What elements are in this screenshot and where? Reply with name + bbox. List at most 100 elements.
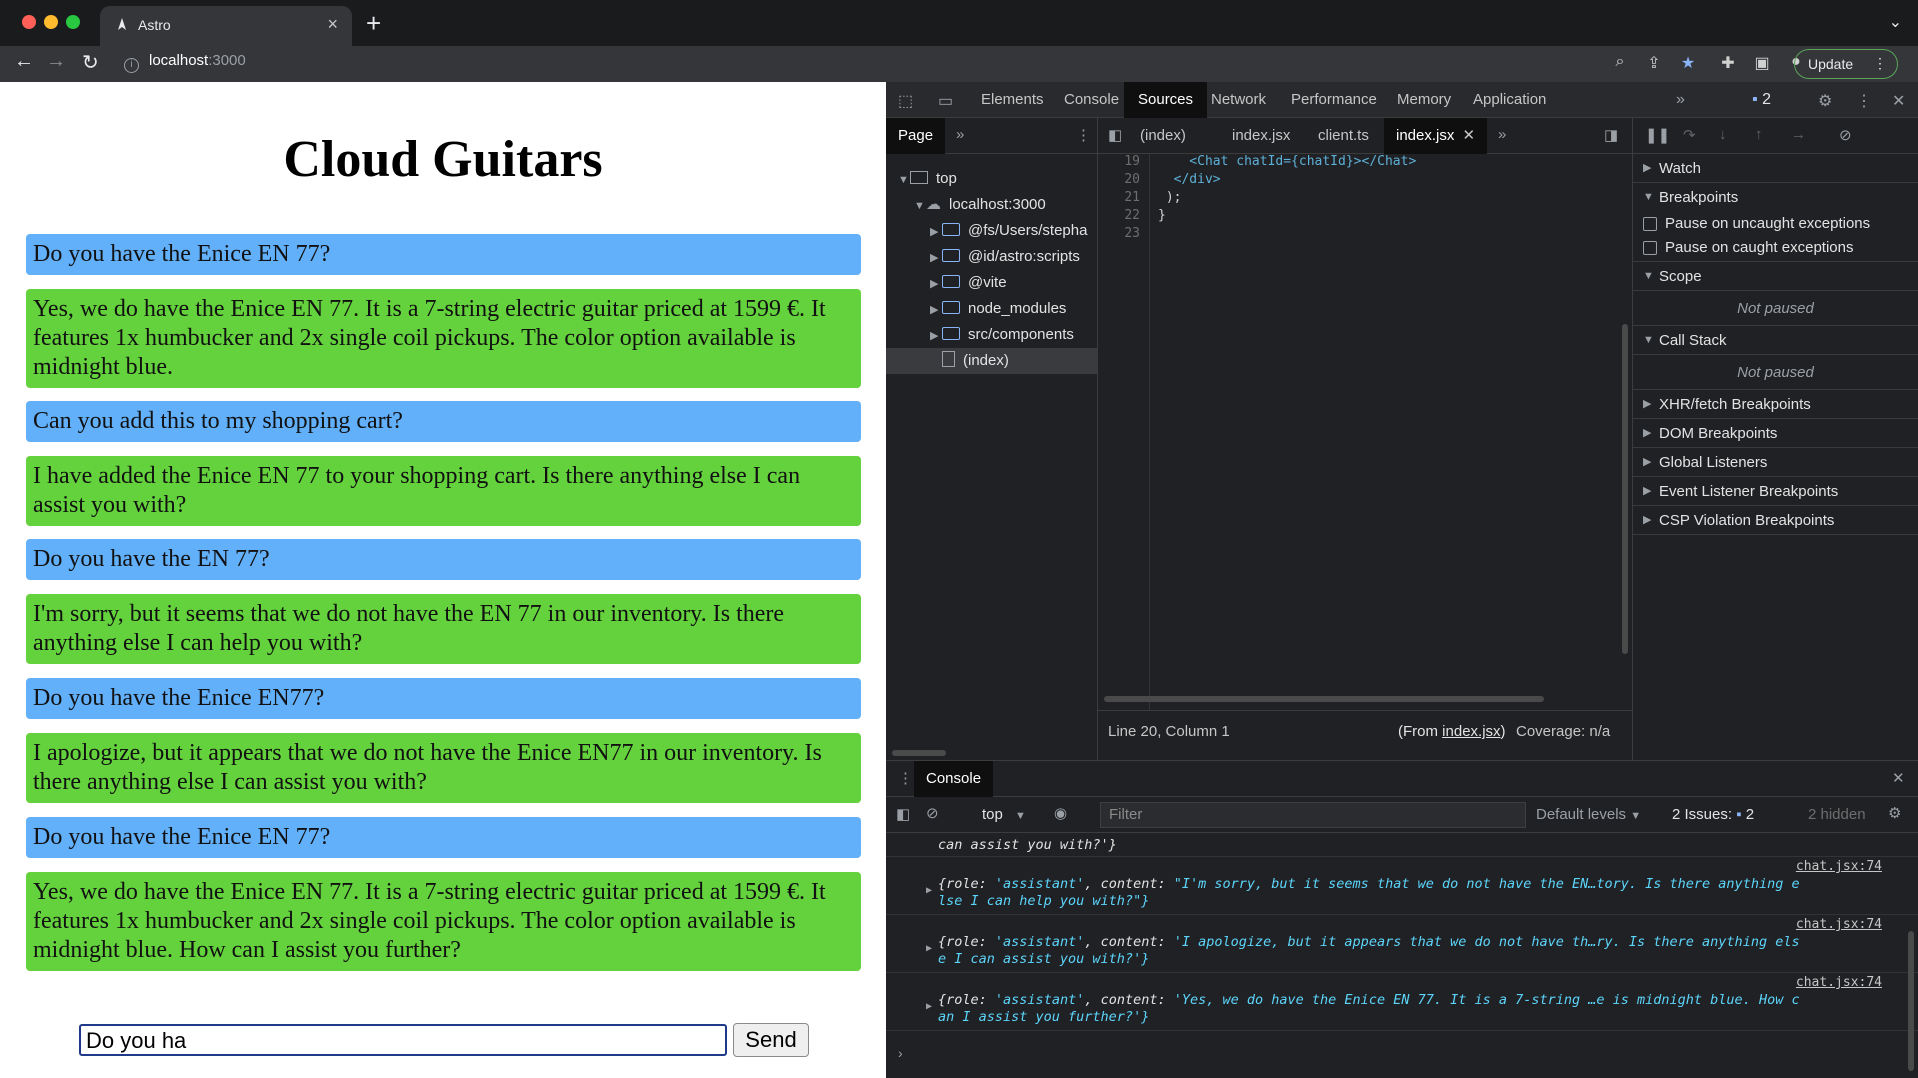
reload-button[interactable]: ↻ bbox=[82, 52, 99, 74]
step-over-icon[interactable]: ↷ bbox=[1683, 127, 1696, 144]
back-button[interactable]: ← bbox=[14, 50, 34, 72]
live-expression-eye-icon[interactable]: ◉ bbox=[1054, 805, 1068, 822]
drawer-menu-icon[interactable]: ⋮ bbox=[898, 770, 913, 787]
caret-right-icon[interactable]: ▶ bbox=[926, 943, 933, 954]
caret-right-icon[interactable]: ▶ bbox=[926, 1001, 933, 1012]
source-link[interactable]: chat.jsx:74 bbox=[1795, 917, 1882, 932]
close-drawer-icon[interactable]: ✕ bbox=[1892, 770, 1905, 787]
log-levels-select[interactable]: Default levels ▼ bbox=[1536, 806, 1641, 823]
editor-tab[interactable]: (index) bbox=[1140, 127, 1186, 144]
tab-network[interactable]: Network bbox=[1211, 91, 1267, 108]
tree-item-folder[interactable]: ▶@id/astro:scripts bbox=[930, 244, 1080, 270]
call-stack-section[interactable]: ▼Call Stack bbox=[1633, 326, 1918, 355]
tab-console[interactable]: Console bbox=[1064, 91, 1120, 108]
step-into-icon[interactable]: ↓ bbox=[1719, 126, 1727, 143]
issues-icon[interactable]: ▪ 2 bbox=[1752, 91, 1772, 108]
tab-page[interactable]: Page bbox=[886, 118, 946, 154]
browser-tab[interactable]: Astro × bbox=[100, 6, 352, 46]
source-link[interactable]: chat.jsx:74 bbox=[1795, 975, 1882, 990]
console-filter-input[interactable]: Filter bbox=[1100, 802, 1526, 828]
device-toolbar-icon[interactable]: ▭ bbox=[938, 93, 954, 110]
console-drawer-tab[interactable]: Console bbox=[914, 761, 994, 797]
editor-hscrollbar[interactable] bbox=[1104, 696, 1544, 702]
deactivate-breakpoints-icon[interactable]: ⊘ bbox=[1839, 127, 1852, 144]
editor-tab-active[interactable]: index.jsx ✕ bbox=[1384, 118, 1488, 154]
update-button[interactable]: Update⋮ bbox=[1794, 49, 1898, 79]
tree-item-top[interactable]: ▼top bbox=[898, 166, 957, 192]
tab-performance[interactable]: Performance bbox=[1291, 91, 1377, 108]
tab-elements[interactable]: Elements bbox=[981, 91, 1044, 108]
source-link[interactable]: chat.jsx:74 bbox=[1795, 859, 1882, 874]
event-listener-breakpoints-section[interactable]: ▶Event Listener Breakpoints bbox=[1633, 477, 1918, 506]
pause-icon[interactable]: ❚❚ bbox=[1645, 127, 1671, 144]
line-number[interactable]: 23 bbox=[1124, 226, 1140, 241]
more-tabs-icon[interactable]: » bbox=[1498, 126, 1507, 143]
more-tabs-icon[interactable]: » bbox=[1676, 91, 1685, 108]
line-number[interactable]: 20 bbox=[1124, 172, 1140, 187]
step-icon[interactable]: → bbox=[1791, 126, 1806, 143]
more-tabs-icon[interactable]: » bbox=[956, 126, 965, 143]
context-select[interactable]: top ▼ bbox=[982, 806, 1026, 823]
toggle-navigator-icon[interactable]: ◧ bbox=[1108, 127, 1123, 144]
console-settings-gear-icon[interactable]: ⚙ bbox=[1888, 805, 1902, 822]
tree-item-file[interactable]: (index) bbox=[886, 348, 1098, 374]
csp-violation-breakpoints-section[interactable]: ▶CSP Violation Breakpoints bbox=[1633, 506, 1918, 535]
console-message[interactable]: chat.jsx:74 ▶ {role: 'assistant', conten… bbox=[886, 857, 1918, 915]
scope-section[interactable]: ▼Scope bbox=[1633, 262, 1918, 291]
share-icon[interactable]: ⇪ bbox=[1647, 55, 1661, 72]
console-prompt[interactable]: › bbox=[898, 1045, 903, 1061]
tab-memory[interactable]: Memory bbox=[1397, 91, 1452, 108]
tree-item-localhost[interactable]: ▼☁localhost:3000 bbox=[914, 192, 1046, 218]
pause-uncaught-checkbox[interactable]: Pause on uncaught exceptions bbox=[1633, 212, 1918, 236]
line-number[interactable]: 22 bbox=[1124, 208, 1140, 223]
editor-vscrollbar[interactable] bbox=[1622, 324, 1628, 654]
forward-button[interactable]: → bbox=[46, 50, 66, 72]
tree-item-folder[interactable]: ▶src/components bbox=[930, 322, 1074, 348]
tree-item-folder[interactable]: ▶node_modules bbox=[930, 296, 1066, 322]
console-message[interactable]: chat.jsx:74 ▶ {role: 'assistant', conten… bbox=[886, 915, 1918, 973]
line-number[interactable]: 19 bbox=[1124, 154, 1140, 169]
toggle-debugger-icon[interactable]: ◨ bbox=[1604, 127, 1619, 144]
tab-application[interactable]: Application bbox=[1473, 91, 1547, 108]
source-origin-link[interactable]: index.jsx bbox=[1442, 723, 1501, 740]
caret-right-icon[interactable]: ▶ bbox=[926, 885, 933, 896]
tree-item-folder[interactable]: ▶@vite bbox=[930, 270, 1007, 296]
code-area[interactable]: 19 20 21 22 23 <Chat chatId={chatId}></C… bbox=[1098, 154, 1632, 710]
tab-sources[interactable]: Sources bbox=[1124, 82, 1208, 118]
tree-item-folder[interactable]: ▶@fs/Users/stepha bbox=[930, 218, 1087, 244]
editor-tab[interactable]: client.ts bbox=[1318, 127, 1369, 144]
settings-gear-icon[interactable]: ⚙ bbox=[1818, 93, 1833, 110]
close-icon[interactable]: ✕ bbox=[1462, 127, 1476, 144]
console-message[interactable]: can assist you with?'} bbox=[886, 835, 1918, 857]
inspect-element-icon[interactable]: ⬚ bbox=[898, 93, 914, 110]
dom-breakpoints-section[interactable]: ▶DOM Breakpoints bbox=[1633, 419, 1918, 448]
zoom-icon[interactable]: ⌕ bbox=[1615, 53, 1625, 70]
extensions-icon[interactable]: ✚ bbox=[1721, 55, 1735, 72]
sidebar-toggle-icon[interactable]: ◧ bbox=[896, 806, 911, 823]
close-devtools-icon[interactable]: ✕ bbox=[1892, 93, 1906, 110]
site-info-icon[interactable]: i bbox=[124, 58, 139, 73]
console-scrollbar[interactable] bbox=[1908, 931, 1914, 1071]
breakpoints-section[interactable]: ▼Breakpoints bbox=[1633, 183, 1918, 212]
watch-section[interactable]: ▶Watch bbox=[1633, 154, 1918, 183]
side-panel-icon[interactable]: ▣ bbox=[1754, 55, 1770, 72]
maximize-window-button[interactable] bbox=[66, 15, 80, 29]
pause-caught-checkbox[interactable]: Pause on caught exceptions bbox=[1633, 236, 1918, 262]
more-vert-icon[interactable]: ⋮ bbox=[1856, 93, 1872, 110]
step-out-icon[interactable]: ↑ bbox=[1755, 126, 1763, 143]
send-button[interactable]: Send bbox=[733, 1023, 809, 1057]
editor-tab[interactable]: index.jsx bbox=[1232, 127, 1291, 144]
line-number[interactable]: 21 bbox=[1124, 190, 1140, 205]
console-message[interactable]: chat.jsx:74 ▶ {role: 'assistant', conten… bbox=[886, 973, 1918, 1031]
xhr-breakpoints-section[interactable]: ▶XHR/fetch Breakpoints bbox=[1633, 390, 1918, 419]
more-vert-icon[interactable]: ⋮ bbox=[1076, 127, 1091, 144]
minimize-window-button[interactable] bbox=[44, 15, 58, 29]
issues-counter[interactable]: 2 Issues: ▪ 2 bbox=[1672, 806, 1754, 823]
navigator-scrollbar[interactable] bbox=[892, 750, 946, 756]
close-window-button[interactable] bbox=[22, 15, 36, 29]
global-listeners-section[interactable]: ▶Global Listeners bbox=[1633, 448, 1918, 477]
close-tab-icon[interactable]: × bbox=[327, 14, 338, 34]
chat-input[interactable]: Do you ha bbox=[79, 1024, 727, 1056]
clear-console-icon[interactable]: ⊘ bbox=[926, 805, 939, 822]
